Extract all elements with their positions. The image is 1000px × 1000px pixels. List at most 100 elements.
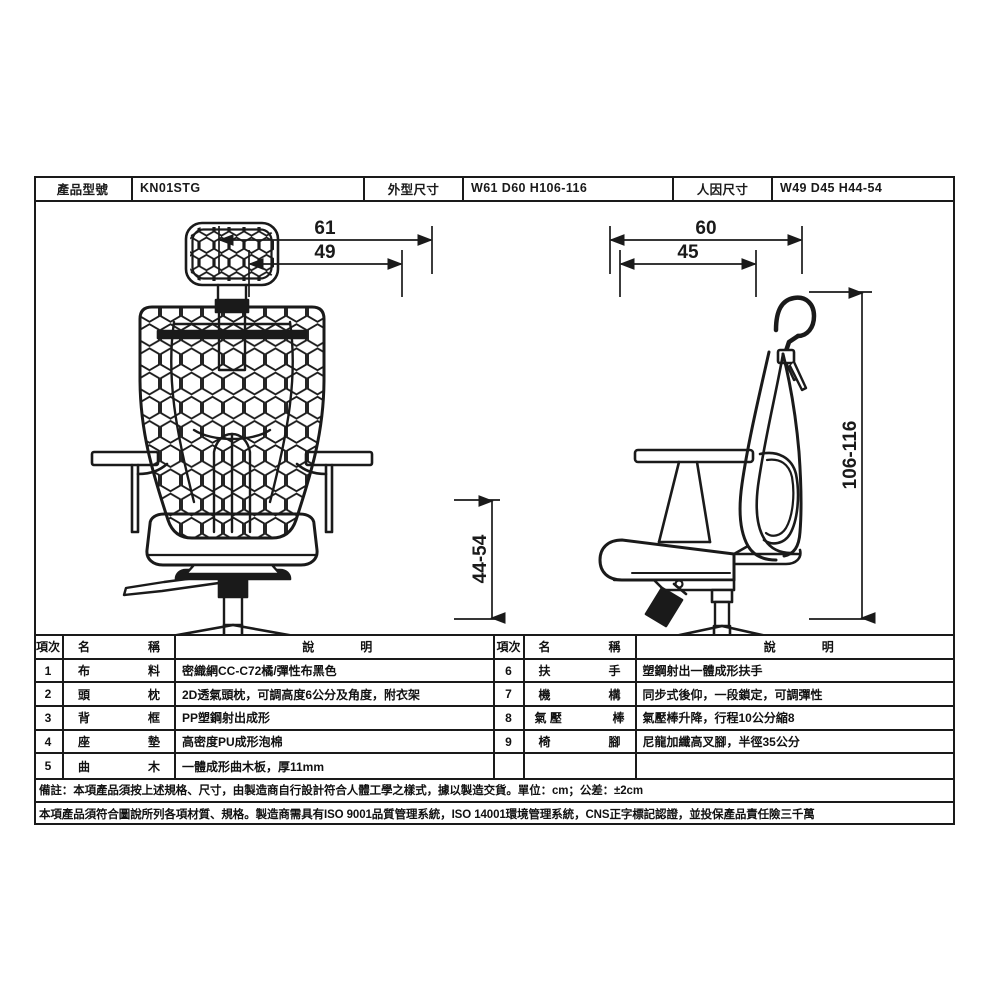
footer-notes: 備註：本項產品須按上述規格、尺寸，由製造商自行設計符合人體工學之樣式，據以製造交… — [34, 780, 955, 825]
row-name: 座 墊 — [64, 730, 176, 753]
row-name-b: 棒 — [612, 711, 625, 726]
table-row: 5 曲 木 一體成形曲木板，厚11mm — [34, 754, 493, 778]
outer-dimension-label: 外型尺寸 — [365, 176, 464, 200]
base-star-side — [678, 624, 764, 634]
spec-table-right: 項次 名 稱 說 明 6 扶 手 塑鋼射出一體成形扶手 — [494, 636, 956, 778]
header-row: 產品型號 KN01STG 外型尺寸 W61 D60 H106-116 人因尺寸 … — [34, 176, 955, 202]
row-desc: 尼龍加纖高叉腳，半徑35公分 — [642, 735, 800, 750]
tension-knob — [644, 582, 688, 628]
col-header-name: 名 稱 — [64, 636, 176, 658]
row-name-b: 腳 — [608, 735, 621, 750]
lumbar-bar — [156, 329, 308, 340]
note-line-1: 備註：本項產品須按上述規格、尺寸，由製造商自行設計符合人體工學之樣式，據以製造交… — [34, 780, 955, 803]
col-header-name-char2: 稱 — [147, 640, 160, 655]
col-header-desc: 說 明 — [176, 636, 493, 658]
row-name-a: 曲 — [78, 759, 91, 774]
col-header-desc-char2: 明 — [821, 640, 834, 655]
table-row: 9 椅 腳 尼龍加纖高叉腳，半徑35公分 — [494, 730, 955, 755]
row-name-b: 料 — [147, 664, 160, 678]
armrest-right — [295, 450, 374, 534]
dim-44-54-text: 44-54 — [470, 534, 491, 583]
row-no: 8 — [495, 707, 525, 729]
spec-table-left: 項次 名 稱 說 明 1 布 料 密織網CC-C72橘/彈性布黑色 — [34, 636, 495, 778]
row-name: 氣 壓 棒 — [525, 707, 637, 729]
row-name-a: 座 — [78, 735, 91, 750]
armrest-side — [633, 448, 755, 544]
dim-49-text: 49 — [314, 242, 335, 263]
row-name-a: 扶 — [538, 664, 551, 678]
row-name: 曲 木 — [64, 754, 176, 778]
row-desc: 2D透氣頭枕，可調高度6公分及角度，附衣架 — [182, 687, 421, 702]
table-row: 7 機 構 同步式後仰，一段鎖定，可調彈性 — [494, 683, 955, 708]
base-star — [175, 623, 291, 634]
col-header-name-char1: 名 — [538, 640, 551, 655]
backrest-outline — [138, 305, 326, 540]
row-name-b: 枕 — [147, 687, 160, 702]
dim-45-text: 45 — [677, 242, 699, 263]
row-name: 機 構 — [525, 683, 637, 706]
seat-cushion — [145, 512, 319, 567]
row-no: 1 — [34, 659, 64, 682]
row-name-a: 椅 — [538, 735, 551, 750]
row-name-b: 木 — [147, 759, 160, 774]
spec-header-row: 項次 名 稱 說 明 — [34, 636, 493, 660]
row-desc: 一體成形曲木板，厚11mm — [182, 759, 325, 774]
side-depth-dimension-45: 45 — [619, 242, 757, 297]
headrest-mesh — [190, 227, 274, 281]
row-no: 3 — [34, 707, 64, 729]
tilt-lever — [122, 571, 235, 597]
chair-front-view — [90, 221, 374, 634]
row-name-b: 構 — [608, 687, 621, 702]
gas-cylinder-collar — [217, 577, 249, 599]
spec-header-row: 項次 名 稱 說 明 — [494, 636, 956, 660]
row-name: 頭 枕 — [64, 683, 176, 706]
table-row: 8 氣 壓 棒 氣壓棒升降，行程10公分縮8 — [494, 707, 955, 731]
row-no: 7 — [495, 683, 525, 706]
col-header-name: 名 稱 — [525, 636, 637, 658]
row-no: 2 — [34, 683, 64, 706]
row-no: 6 — [495, 659, 525, 682]
row-no: 5 — [34, 754, 64, 778]
headrest-outline — [184, 221, 280, 287]
row-name-b: 手 — [608, 664, 621, 678]
backrest-side-front-edge — [738, 350, 778, 562]
row-name: 布 料 — [64, 659, 176, 682]
row-name-a: 氣 壓 — [534, 711, 562, 726]
col-header-name-char1: 名 — [78, 640, 91, 655]
table-row-empty — [495, 754, 956, 778]
row-desc — [637, 754, 956, 778]
ergonomic-dimension-label: 人因尺寸 — [674, 176, 773, 200]
dim-60-text: 60 — [695, 218, 716, 239]
col-header-desc-char1: 說 — [302, 640, 315, 655]
col-header-no: 項次 — [34, 636, 64, 658]
dim-106-116-text: 106-116 — [840, 421, 861, 490]
col-header-desc: 說 明 — [637, 636, 956, 658]
row-no: 9 — [495, 730, 525, 753]
gas-cylinder-side — [713, 600, 731, 628]
drawing-area: 61 49 60 45 — [34, 202, 955, 636]
row-name-a: 布 — [78, 664, 91, 678]
total-height-dimension: 106-116 — [809, 287, 876, 624]
ergonomic-dimension-value: W49 D45 H44-54 — [780, 181, 883, 195]
row-name-a: 機 — [538, 687, 551, 702]
gas-cylinder — [222, 595, 244, 627]
table-row: 4 座 墊 高密度PU成形泡棉 — [34, 730, 493, 755]
note-line-2: 本項產品須符合圖說所列各項材質、規格。製造商需具有ISO 9001品質管理系統，… — [39, 808, 815, 821]
model-value: KN01STG — [133, 176, 365, 200]
backrest-side-back-edge — [781, 352, 803, 558]
table-row: 1 布 料 密織網CC-C72橘/彈性布黑色 — [34, 659, 493, 684]
drawing-frame — [34, 176, 955, 825]
specification-table: 項次 名 稱 說 明 1 布 料 密織網CC-C72橘/彈性布黑色 — [34, 636, 955, 780]
row-name: 椅 腳 — [525, 730, 637, 753]
row-name-a: 頭 — [78, 687, 91, 702]
row-no: 4 — [34, 730, 64, 753]
table-row: 3 背 框 PP塑鋼射出成形 — [34, 707, 493, 731]
dim-61-text: 61 — [314, 218, 336, 239]
col-header-desc-char2: 明 — [360, 640, 373, 655]
seat-height-dimension: 44-54 — [454, 495, 506, 624]
row-desc: 同步式後仰，一段鎖定，可調彈性 — [642, 687, 823, 702]
row-name-b: 框 — [147, 711, 160, 726]
model-label: 產品型號 — [34, 176, 133, 200]
row-desc: PP塑鋼射出成形 — [182, 711, 271, 726]
